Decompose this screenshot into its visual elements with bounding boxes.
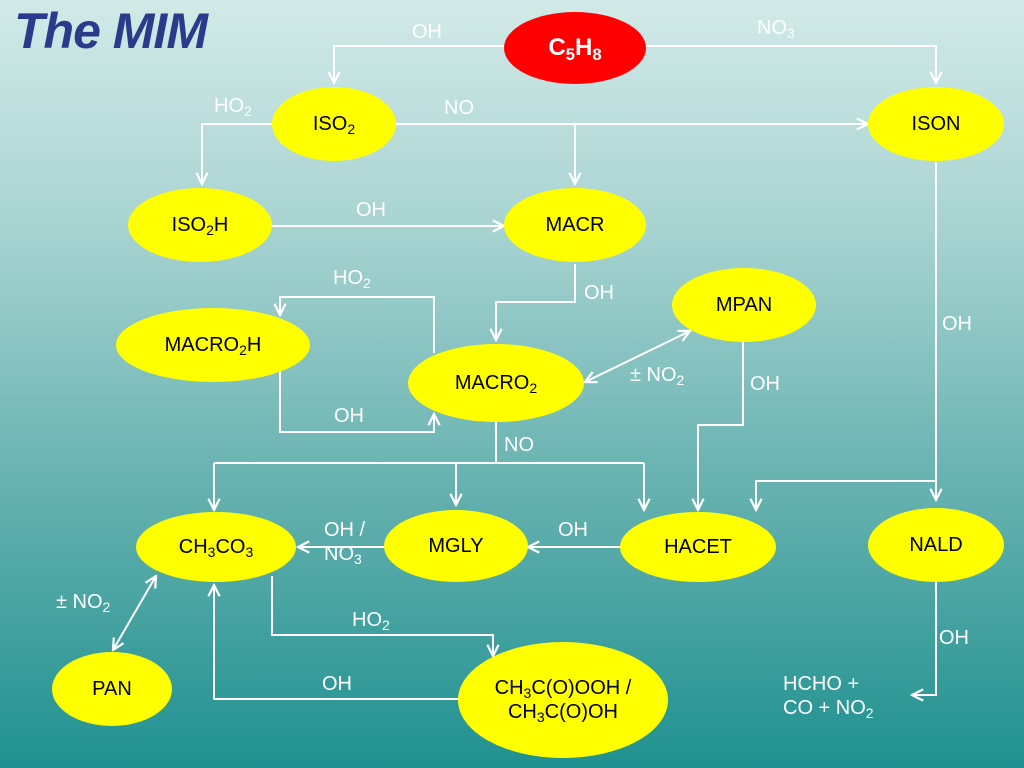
label-oh-ison: OH — [942, 313, 972, 335]
arrow-mpan-to-hacet — [698, 342, 744, 510]
label-oh-iso2h: OH — [356, 199, 386, 221]
node-macro2h: MACRO2H — [116, 308, 310, 382]
label-oh-ch3cooh: OH — [322, 673, 352, 695]
node-nald: NALD — [868, 508, 1004, 582]
label-no-macro2: NO — [504, 434, 534, 456]
label-no-iso2: NO — [444, 97, 474, 119]
slide-title: The MIM — [14, 3, 208, 59]
label-pm-no2-pan: ± NO2 — [56, 591, 111, 616]
node-c5h8: C5H8 — [504, 12, 646, 84]
arrow-macr-to-macro2 — [496, 264, 576, 340]
node-pan: PAN — [52, 652, 172, 726]
label-ho2-ch3co3: HO2 — [352, 609, 390, 634]
label-oh-macr: OH — [584, 282, 614, 304]
arrow-iso2-to-iso2h — [202, 123, 272, 184]
node-hacet: HACET — [620, 512, 776, 582]
label-no3-c5h8: NO3 — [757, 17, 795, 42]
label-pm-no2-mpan: ± NO2 — [630, 364, 685, 389]
node-ison: ISON — [868, 87, 1004, 161]
node-iso2: ISO2 — [272, 87, 396, 161]
arrow-macro2h-to-macro2 — [279, 370, 434, 433]
node-macro2: MACRO2 — [408, 344, 584, 422]
label-oh-macro2h: OH — [334, 405, 364, 427]
arrow-c5h8-to-iso2 — [334, 45, 504, 83]
arrow-ison-to-hacet — [756, 480, 936, 510]
label-oh-mpan: OH — [750, 373, 780, 395]
label-oh-no3-mgly: OH /NO3 — [324, 519, 366, 568]
arrow-ch3co3-to-ch3cooh — [271, 576, 493, 656]
label-ho2-iso2: HO2 — [214, 95, 252, 120]
arrow-macro2-mpan-equilibrium — [585, 331, 690, 382]
arrow-macro2-to-macro2h — [280, 296, 435, 353]
label-oh-hacet: OH — [558, 519, 588, 541]
arrow-ch3cooh-to-ch3co3 — [214, 585, 460, 700]
label-oh-c5h8: OH — [412, 21, 442, 43]
label-ho2-macro2: HO2 — [333, 267, 371, 292]
arrow-ch3co3-pan-equilibrium — [113, 576, 156, 650]
node-ch3cooh: CH3C(O)OOH /CH3C(O)OH — [458, 642, 668, 758]
label-nald-products: HCHO +CO + NO2 — [783, 673, 874, 722]
node-macr: MACR — [504, 188, 646, 262]
arrow-nald-to-products — [912, 582, 937, 695]
label-oh-nald: OH — [939, 627, 969, 649]
node-ch3co3: CH3CO3 — [136, 512, 296, 582]
arrow-c5h8-to-ison — [645, 45, 936, 83]
node-mgly: MGLY — [384, 510, 528, 582]
node-iso2h: ISO2H — [128, 188, 272, 262]
node-mpan: MPAN — [672, 268, 816, 342]
